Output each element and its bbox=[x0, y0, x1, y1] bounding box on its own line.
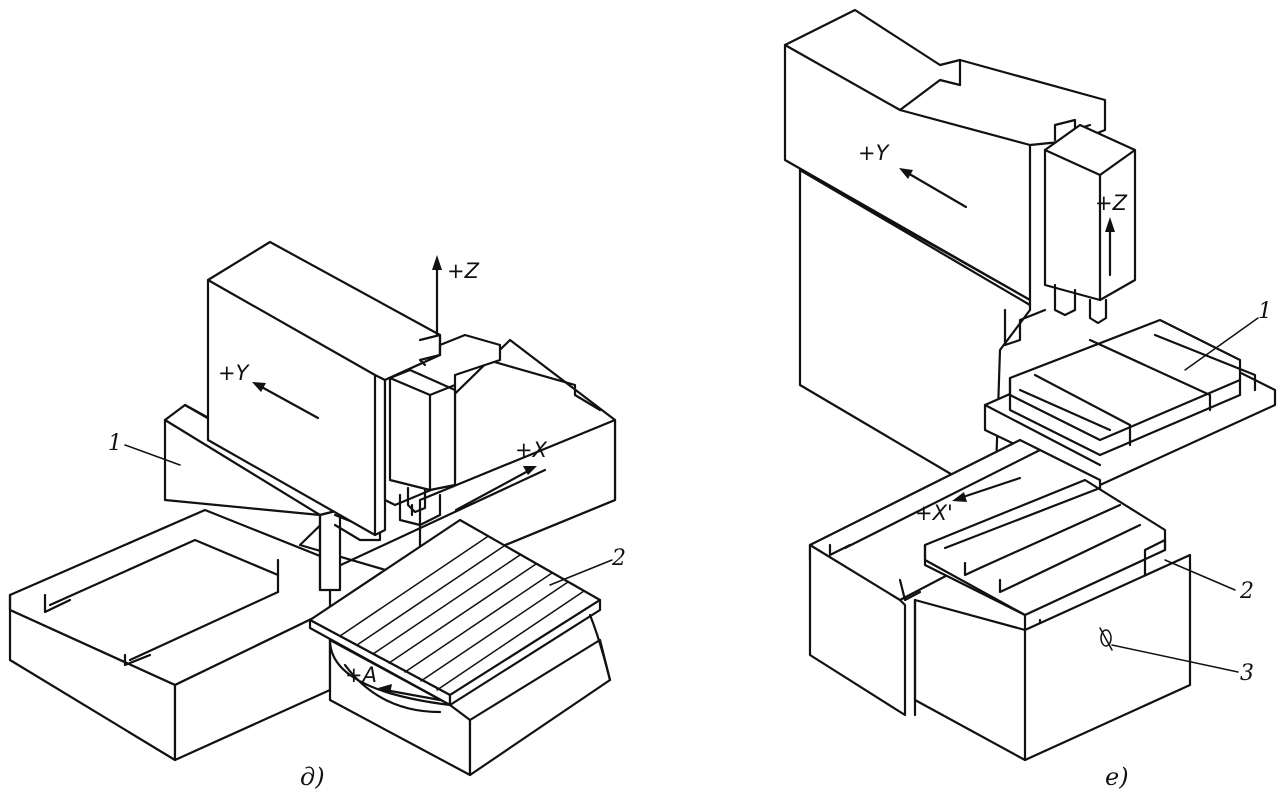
callout-1-e: 1 bbox=[1258, 299, 1272, 324]
axis-label-x-e: +X' bbox=[915, 501, 953, 525]
leader-3-e bbox=[1111, 644, 1239, 673]
spindle-head-e bbox=[1043, 123, 1137, 325]
pallet-station-2 bbox=[923, 478, 1167, 634]
axis-label-a: +A bbox=[345, 663, 377, 687]
base-block-3 bbox=[913, 553, 1192, 762]
callout-1-d: 1 bbox=[108, 431, 122, 456]
leader-1-d bbox=[124, 444, 181, 466]
figure-d: +Z +Y +X +A 1 2 д) bbox=[8, 240, 626, 791]
leader-2-e bbox=[1164, 559, 1236, 591]
leader-2-d bbox=[549, 559, 613, 586]
axis-arrows-d bbox=[252, 255, 537, 714]
axis-label-z-e: +Z bbox=[1095, 191, 1128, 215]
spindle-head bbox=[388, 368, 457, 527]
callout-3-e: 3 bbox=[1240, 661, 1254, 686]
callout-2-e: 2 bbox=[1239, 579, 1254, 604]
figure-e: +Y +Z +X' 1 2 3 е) bbox=[783, 8, 1277, 791]
axis-label-y-e: +Y bbox=[858, 141, 891, 165]
axis-arrows-e bbox=[899, 168, 1115, 502]
leader-1-e bbox=[1184, 317, 1259, 371]
axis-label-z: +Z bbox=[447, 259, 480, 283]
callout-2-d: 2 bbox=[611, 546, 626, 571]
caption-e: е) bbox=[1105, 763, 1129, 791]
pallet-station-1 bbox=[983, 318, 1277, 487]
axis-label-x: +X bbox=[515, 438, 548, 462]
caption-d: д) bbox=[300, 763, 325, 791]
rotary-table bbox=[308, 518, 612, 777]
axis-label-y: +Y bbox=[218, 361, 251, 385]
column-y-e bbox=[783, 8, 1107, 502]
base-bed bbox=[8, 508, 332, 762]
